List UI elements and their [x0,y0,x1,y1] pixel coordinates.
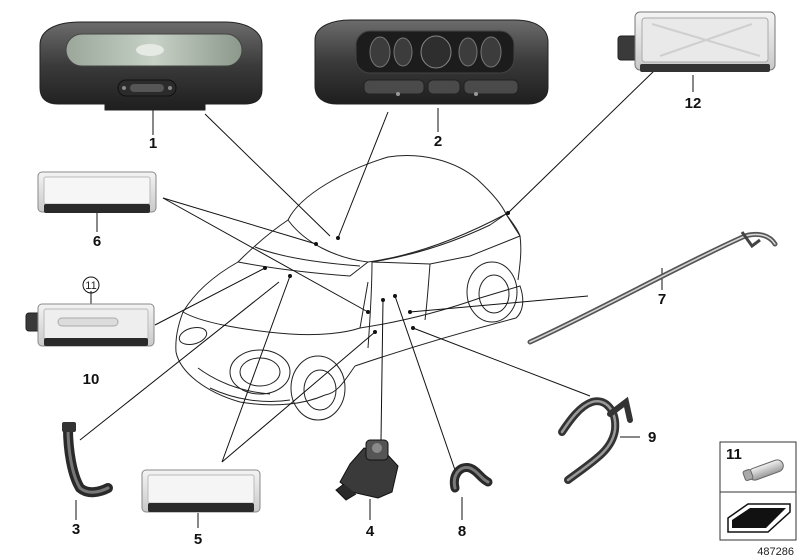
callout-1: 1 [149,135,157,152]
callout-6: 6 [93,233,101,250]
part-8-hose[interactable] [449,463,493,493]
part-3-cable[interactable] [62,422,113,498]
callout-11: 11 [85,280,96,292]
part-2-overhead-switch-panel[interactable] [314,19,549,105]
arrow-shape-icon [727,503,791,533]
legend-item-number: 11 [726,446,742,463]
callout-12: 12 [685,95,702,112]
callout-3: 3 [72,521,80,538]
part-9-hose[interactable] [558,396,633,484]
part-10-lamp[interactable] [25,303,155,347]
leader-lines [79,69,694,528]
callout-9: 9 [648,429,656,446]
connection-points [263,211,510,334]
part-7-rod[interactable] [527,231,778,345]
bulb-icon [742,459,784,482]
callout-5: 5 [194,531,202,548]
part-6-lamp[interactable] [37,171,157,213]
callout-7: 7 [658,291,666,308]
diagram-id: 487286 [757,546,794,558]
part-5-lamp[interactable] [141,469,261,513]
callout-2: 2 [434,133,442,150]
legend-box: 11 [719,441,797,541]
part-4-switch[interactable] [335,439,399,501]
part-1-interior-light[interactable] [39,21,263,111]
callout-10: 10 [83,371,100,388]
part-12-lamp[interactable] [617,11,776,72]
callout-11-circle [82,276,100,294]
callout-8: 8 [458,523,466,540]
callout-4: 4 [366,523,375,540]
